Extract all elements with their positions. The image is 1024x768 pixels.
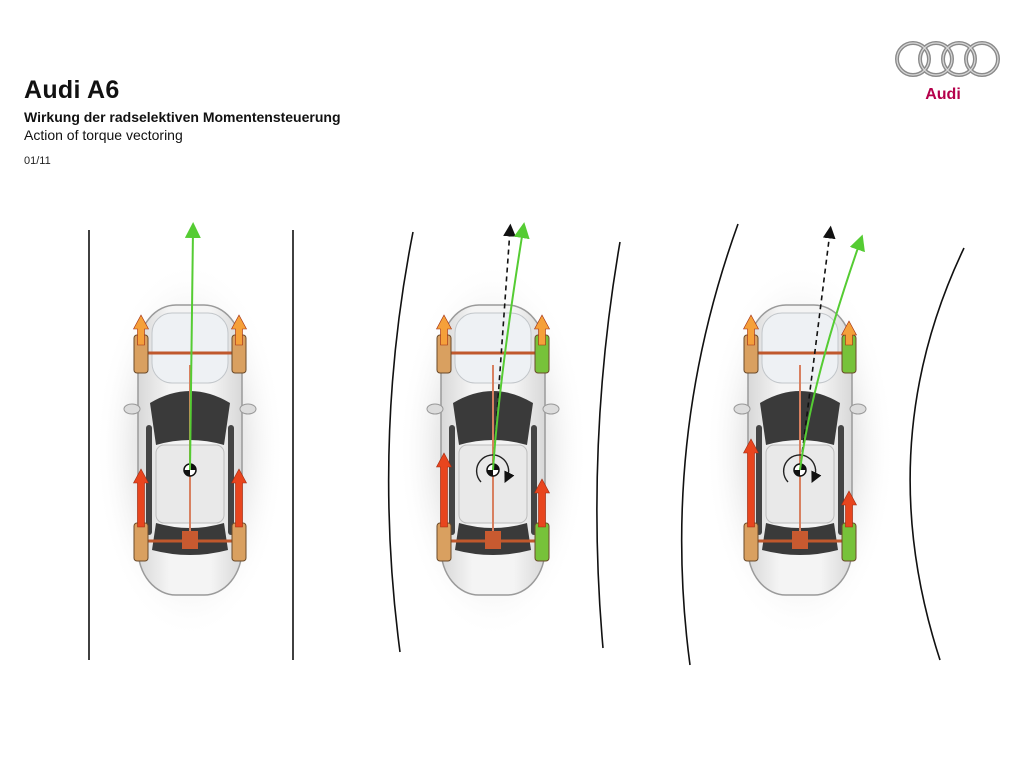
torque-arrow-front-left xyxy=(742,314,760,346)
cars xyxy=(95,222,895,640)
page-title: Audi A6 xyxy=(24,76,120,104)
road-lines xyxy=(88,223,965,666)
torque-arrow-rear-right xyxy=(230,468,248,528)
torque-arrow-front-left xyxy=(132,314,150,346)
wheel-rear-left xyxy=(743,522,759,562)
rear-differential xyxy=(485,531,501,549)
trajectory-arrow xyxy=(799,234,865,471)
mirror-left xyxy=(733,403,751,415)
torque-arrow-front-right xyxy=(533,314,551,346)
torque-arrow-rear-right xyxy=(840,490,858,528)
side-window-left xyxy=(146,425,152,535)
side-window-left xyxy=(756,425,762,535)
audi-logo-text: Audi xyxy=(925,86,961,103)
mirror-left xyxy=(426,403,444,415)
mirror-left xyxy=(123,403,141,415)
rear-differential xyxy=(182,531,198,549)
torque-arrow-front-right xyxy=(840,320,858,346)
wheel-rear-right xyxy=(841,522,857,562)
audi-rings-icon xyxy=(895,41,1000,77)
car-scenario-1 xyxy=(95,222,285,640)
car-scenario-2 xyxy=(398,222,588,640)
subtitle-english: Action of torque vectoring xyxy=(24,127,183,143)
trajectory-arrow xyxy=(184,222,201,471)
car-scenario-3 xyxy=(705,225,895,640)
torque-arrow-rear-right xyxy=(533,478,551,528)
wheel-rear-left xyxy=(436,522,452,562)
wheel-rear-right xyxy=(231,522,247,562)
side-window-right xyxy=(838,425,844,535)
road-edge-right xyxy=(596,241,621,649)
header: Audi A6 Wirkung der radselektiven Moment… xyxy=(24,76,341,167)
page-number: 01/11 xyxy=(24,155,51,167)
torque-arrow-front-left xyxy=(435,314,453,346)
mirror-right xyxy=(542,403,560,415)
road-edge-right xyxy=(909,247,965,661)
audi-logo: Audi xyxy=(893,38,1005,108)
subtitle-german: Wirkung der radselektiven Momentensteuer… xyxy=(24,109,341,125)
mirror-right xyxy=(849,403,867,415)
torque-arrow-front-right xyxy=(230,314,248,346)
trajectory-arrow xyxy=(492,222,530,471)
intended-direction-arrow xyxy=(799,225,836,471)
wheel-rear-left xyxy=(133,522,149,562)
side-window-left xyxy=(449,425,455,535)
road-edge-left xyxy=(387,231,414,653)
wheel-rear-right xyxy=(534,522,550,562)
torque-arrow-rear-left xyxy=(435,452,453,528)
rear-differential xyxy=(792,531,808,549)
torque-arrow-rear-left xyxy=(742,438,760,528)
side-window-right xyxy=(228,425,234,535)
mirror-right xyxy=(239,403,257,415)
yaw-moment-arrow xyxy=(475,454,515,484)
road-edge-left xyxy=(680,223,739,666)
yaw-moment-arrow xyxy=(782,454,822,484)
side-window-right xyxy=(531,425,537,535)
torque-arrow-rear-left xyxy=(132,468,150,528)
